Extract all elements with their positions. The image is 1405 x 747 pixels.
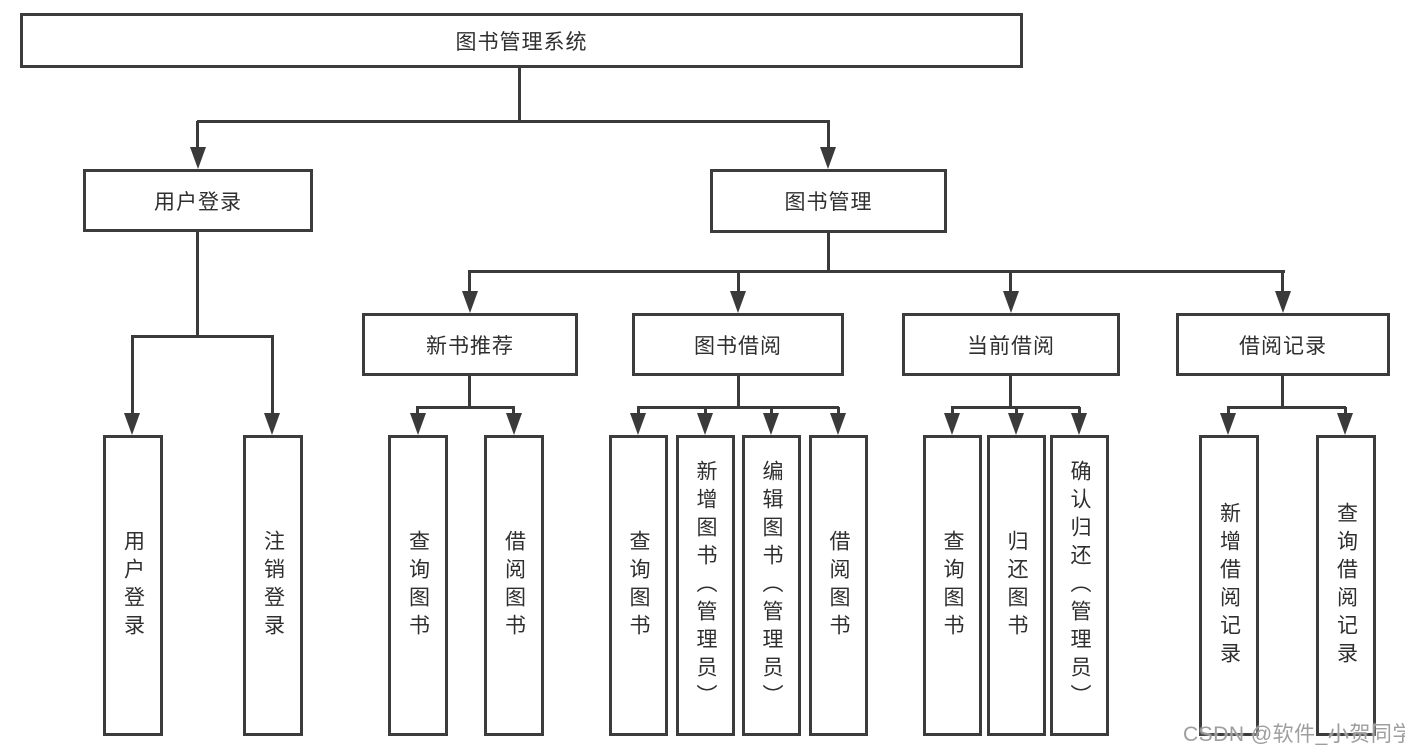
connector-line (468, 270, 1285, 273)
leaf-user-login-label: 用户登录 (121, 529, 145, 642)
node-current-borrow: 当前借阅 (902, 313, 1120, 376)
arrow-down-icon (1275, 291, 1291, 313)
arrow-down-icon (830, 413, 846, 435)
leaf-add-book-admin-label: 新增图书（管理员） (694, 459, 717, 712)
connector-line (131, 336, 134, 415)
leaf-user-login: 用户登录 (103, 435, 163, 736)
leaf-borrow-books-recommend-label: 借阅图书 (502, 529, 526, 642)
leaf-return-book: 归还图书 (987, 435, 1046, 736)
connector-line (637, 406, 839, 409)
arrow-down-icon (630, 413, 646, 435)
node-current-borrow-label: 当前借阅 (967, 334, 1055, 358)
arrow-down-icon (1220, 413, 1236, 435)
leaf-return-book-label: 归还图书 (1005, 529, 1028, 642)
node-user-login-label: 用户登录 (154, 190, 242, 214)
arrow-down-icon (944, 413, 960, 435)
connector-line (271, 336, 274, 415)
connector-line (1009, 376, 1012, 408)
node-book-management: 图书管理 (710, 169, 947, 233)
leaf-query-books-current: 查询图书 (923, 435, 982, 736)
leaf-add-borrow-record: 新增借阅记录 (1199, 435, 1259, 736)
connector-line (827, 121, 830, 149)
leaf-confirm-return-admin: 确认归还（管理员） (1050, 435, 1109, 736)
connector-line (518, 68, 521, 121)
arrow-down-icon (410, 413, 426, 435)
leaf-borrow-books: 借阅图书 (809, 435, 868, 736)
node-new-book-recommend-label: 新书推荐 (426, 334, 514, 358)
leaf-borrow-books-label: 借阅图书 (827, 529, 850, 642)
leaf-confirm-return-admin-label: 确认归还（管理员） (1068, 459, 1091, 712)
connector-line (512, 407, 515, 415)
leaf-edit-book-admin-label: 编辑图书（管理员） (760, 459, 783, 712)
arrow-down-icon (763, 413, 779, 435)
leaf-query-books-borrow-label: 查询图书 (627, 529, 650, 642)
connector-line (827, 233, 830, 273)
node-new-book-recommend: 新书推荐 (362, 313, 578, 376)
connector-line (737, 376, 740, 408)
connector-line (1281, 376, 1284, 408)
connector-line (951, 407, 954, 415)
arrow-down-icon (730, 291, 746, 313)
connector-line (416, 407, 419, 415)
arrow-down-icon (1071, 413, 1087, 435)
connector-line (737, 271, 740, 293)
node-book-borrow: 图书借阅 (632, 313, 844, 376)
leaf-logout-label: 注销登录 (261, 529, 285, 642)
arrow-down-icon (124, 413, 140, 435)
connector-line (196, 121, 199, 149)
connector-line (837, 407, 840, 415)
arrow-down-icon (697, 413, 713, 435)
node-root: 图书管理系统 (20, 13, 1023, 68)
connector-line (704, 407, 707, 415)
leaf-query-books-recommend-label: 查询图书 (406, 529, 430, 642)
connector-line (1078, 407, 1081, 415)
connector-line (131, 335, 274, 338)
leaf-edit-book-admin: 编辑图书（管理员） (742, 435, 801, 736)
leaf-query-books-current-label: 查询图书 (941, 529, 964, 642)
arrow-down-icon (1003, 291, 1019, 313)
leaf-query-books-recommend: 查询图书 (388, 435, 448, 736)
arrow-down-icon (190, 147, 206, 169)
connector-line (197, 120, 830, 123)
csdn-watermark: CSDN @软件_小贺同学 (1183, 723, 1405, 746)
connector-line (1344, 407, 1347, 415)
connector-line (1227, 407, 1230, 415)
arrow-down-icon (1337, 413, 1353, 435)
arrow-down-icon (1008, 413, 1024, 435)
leaf-add-borrow-record-label: 新增借阅记录 (1217, 501, 1241, 670)
arrow-down-icon (820, 147, 836, 169)
node-root-label: 图书管理系统 (455, 30, 588, 54)
node-user-login: 用户登录 (83, 169, 313, 232)
arrow-down-icon (264, 413, 280, 435)
connector-line (416, 406, 515, 409)
node-borrow-record-label: 借阅记录 (1239, 334, 1327, 358)
connector-line (637, 407, 640, 415)
connector-line (468, 271, 471, 293)
leaf-query-borrow-record-label: 查询借阅记录 (1334, 501, 1358, 670)
leaf-logout: 注销登录 (243, 435, 303, 736)
leaf-query-books-borrow: 查询图书 (609, 435, 668, 736)
node-book-borrow-label: 图书借阅 (694, 334, 782, 358)
connector-line (1009, 271, 1012, 293)
connector-line (1281, 271, 1284, 293)
connector-line (1015, 407, 1018, 415)
arrow-down-icon (506, 413, 522, 435)
node-book-management-label: 图书管理 (784, 191, 873, 214)
leaf-borrow-books-recommend: 借阅图书 (484, 435, 544, 736)
node-borrow-record: 借阅记录 (1176, 313, 1390, 376)
leaf-query-borrow-record: 查询借阅记录 (1316, 435, 1376, 736)
connector-line (1227, 406, 1346, 409)
arrow-down-icon (462, 291, 478, 313)
connector-line (196, 232, 199, 338)
connector-line (468, 376, 471, 408)
connector-line (770, 407, 773, 415)
leaf-add-book-admin: 新增图书（管理员） (676, 435, 735, 736)
